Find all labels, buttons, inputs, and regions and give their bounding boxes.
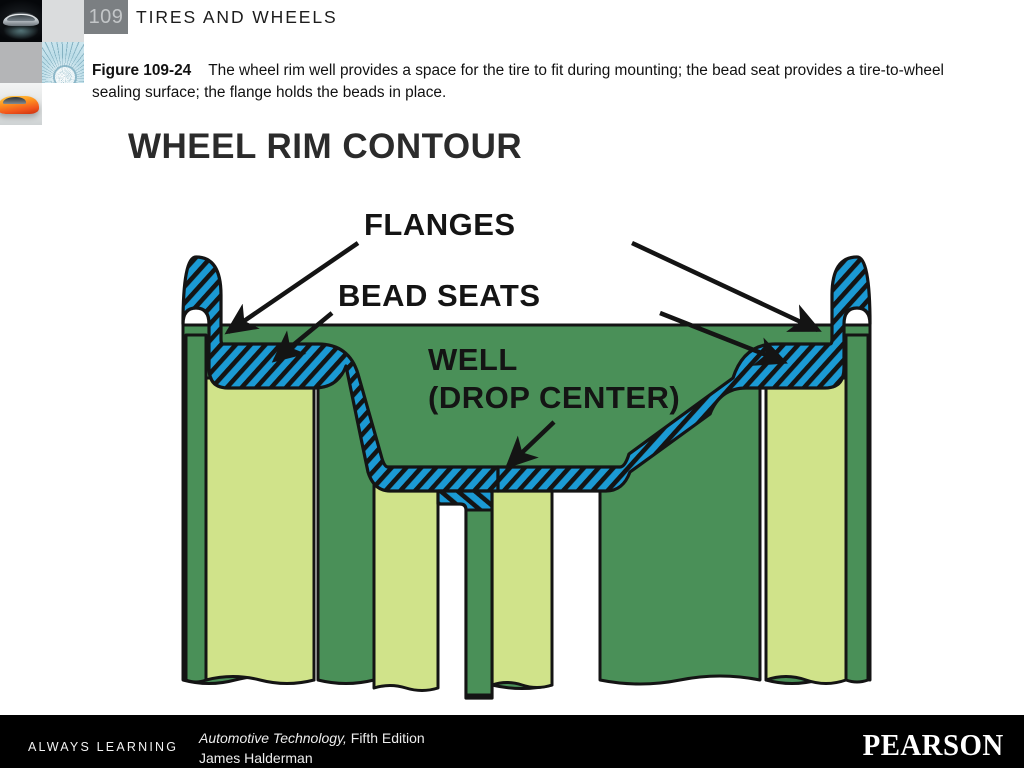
chapter-number: 109 xyxy=(88,6,124,28)
light-gray-swatch xyxy=(42,0,84,42)
label-well: WELL xyxy=(428,342,518,377)
book-credit: Automotive Technology, Fifth Edition Jam… xyxy=(199,729,425,769)
rim-well-wall-shade xyxy=(464,508,494,697)
label-flanges: FLANGES xyxy=(364,207,516,242)
leader-flanges-left xyxy=(224,241,360,335)
rim-cross-section xyxy=(181,255,872,700)
book-title: Automotive Technology, xyxy=(199,730,347,746)
rim-flange-right-strip xyxy=(844,333,870,684)
rim-face-right-outer xyxy=(764,376,848,685)
label-bead-seats: BEAD SEATS xyxy=(338,278,541,313)
figure-label: Figure 109-24 xyxy=(92,62,192,79)
book-author: James Halderman xyxy=(199,749,313,766)
orange-car-thumbnail xyxy=(0,83,42,125)
pearson-tagline: ALWAYS LEARNING xyxy=(28,740,179,754)
wheel-rim-contour-figure: WHEEL RIM CONTOUR xyxy=(0,110,1024,705)
slide-footer: ALWAYS LEARNING Automotive Technology, F… xyxy=(0,711,1024,768)
rim-flange-left-strip xyxy=(184,333,208,684)
silver-car-thumbnail xyxy=(0,0,42,42)
thumbnail-grid xyxy=(0,0,84,125)
gray-swatch xyxy=(0,42,42,83)
leader-flanges-right xyxy=(631,240,822,333)
book-edition: Fifth Edition xyxy=(346,730,425,746)
chapter-number-box: 109 xyxy=(84,0,128,34)
diagram-annotations: FLANGES BEAD SEATS WELL (DROP CENTER) xyxy=(224,207,822,469)
diagram-title: WHEEL RIM CONTOUR xyxy=(128,127,522,166)
label-drop-center: (DROP CENTER) xyxy=(428,380,680,415)
wheel-rim-contour-illustration: WHEEL RIM CONTOUR xyxy=(128,127,872,700)
page-title: TIRES AND WHEELS xyxy=(136,7,338,27)
rim-face-left-well xyxy=(372,480,440,692)
rim-face-right-well xyxy=(490,480,554,689)
leader-bead-seat-left xyxy=(271,311,334,363)
pearson-logo: PEARSON xyxy=(862,727,1004,762)
ice-crystal-thumbnail xyxy=(42,42,84,83)
figure-text: The wheel rim well provides a space for … xyxy=(92,62,944,101)
leader-bead-seat-right xyxy=(659,310,788,366)
rim-face-left-outer xyxy=(204,376,316,685)
white-swatch xyxy=(42,83,84,125)
leader-well xyxy=(504,420,556,469)
